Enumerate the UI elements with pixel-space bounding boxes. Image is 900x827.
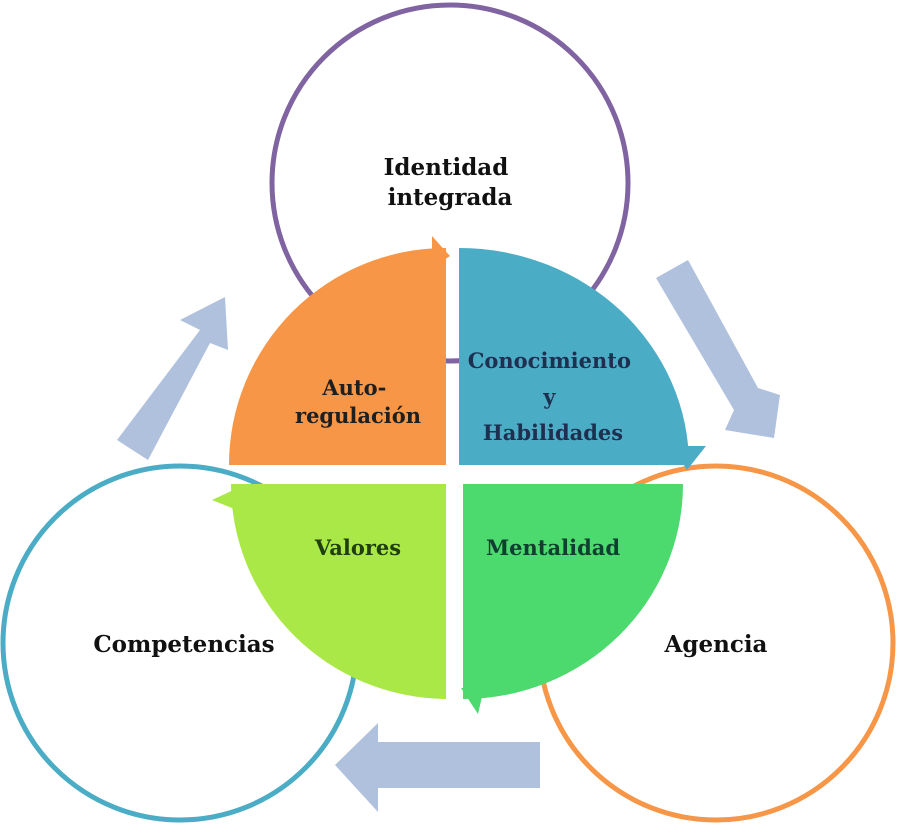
autorregulacion-label: Auto- regulación	[295, 375, 421, 428]
agencia-label: Agencia	[664, 631, 768, 658]
conocimiento-arrowhead	[672, 446, 706, 470]
valores-quadrant	[231, 484, 446, 699]
competencias-label: Competencias	[93, 631, 274, 658]
arrow-to-competencias	[335, 723, 540, 812]
conocimiento-label: Conocimiento y Habilidades	[468, 348, 639, 445]
mentalidad-arrowhead	[461, 688, 484, 714]
identidad-circle	[269, 2, 631, 364]
autorregulacion-quadrant	[229, 248, 446, 465]
mentalidad-label: Mentalidad	[486, 535, 620, 560]
valores-arrowhead	[212, 486, 242, 512]
arrow-to-agencia	[656, 260, 780, 438]
identidad-label: Identidad integrada	[384, 154, 517, 211]
conocimiento-quadrant	[459, 248, 689, 465]
arrow-to-identidad	[117, 297, 228, 460]
autorregulacion-arrowhead	[432, 236, 450, 268]
valores-label: Valores	[314, 535, 401, 560]
mentalidad-quadrant	[463, 484, 683, 699]
